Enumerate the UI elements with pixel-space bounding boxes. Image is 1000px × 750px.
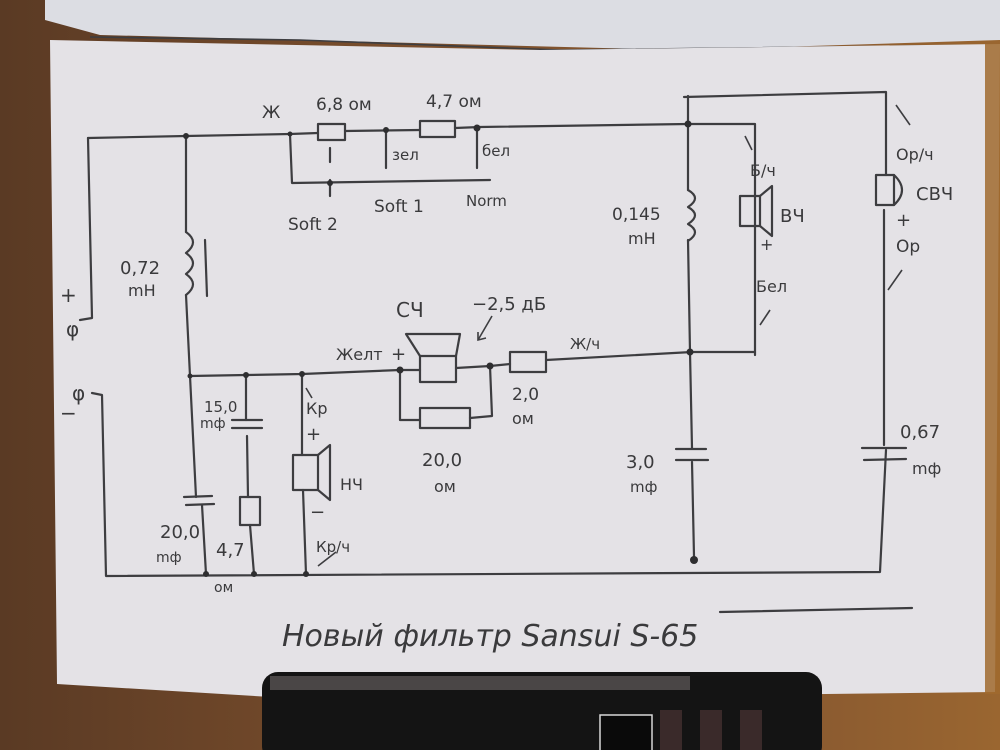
inductor-0-72-unit: mH: [128, 281, 156, 300]
wire-red-label: Кр: [306, 399, 328, 418]
midrange-label: СЧ: [396, 298, 424, 322]
folded-paper-top: [45, 0, 1000, 50]
res-4-7-unit: ом: [214, 580, 233, 596]
wire-yellow-black-label: Ж/ч: [570, 335, 600, 353]
inductor-0-72-value: 0,72: [120, 258, 160, 279]
input-terminal-minus: φ: [72, 381, 85, 405]
tweeter-speaker-icon: [738, 184, 774, 238]
supertweeter-speaker-icon: [874, 173, 904, 207]
res-2-value: 2,0: [512, 385, 539, 405]
resistor-2-ohm: [508, 350, 548, 374]
cap-20-value: 20,0: [160, 522, 200, 543]
resistor-6-8-ohm: [316, 122, 347, 142]
cap-0-67-value: 0,67: [900, 422, 940, 443]
wire-white-black-label: Б/ч: [750, 161, 776, 180]
capacitor-3-mf: [674, 447, 710, 462]
res-2-unit: ом: [512, 409, 534, 428]
inductor-0-145-unit: mH: [628, 229, 656, 248]
midrange-speaker-icon: [404, 332, 462, 384]
resistor-20-ohm: [418, 406, 472, 430]
woofer-minus: −: [310, 502, 325, 523]
cap-20-unit: mф: [156, 550, 182, 566]
table-edge: [985, 44, 1000, 694]
res-20-unit: ом: [434, 477, 456, 496]
cap-3-unit: mф: [630, 478, 657, 496]
resistor-4-7-ohm-woofer: [238, 495, 262, 527]
cap-15-value: 15,0: [204, 398, 237, 416]
cap-3-value: 3,0: [626, 452, 655, 473]
supertweeter-label: СВЧ: [916, 184, 953, 205]
woofer-label: НЧ: [340, 475, 363, 494]
input-plus: +: [60, 283, 77, 307]
circuit-nodes: [183, 120, 698, 577]
inductor-0-72-mh: [184, 230, 195, 297]
paper-sheet: [50, 40, 1000, 700]
wire-orange-label: Ор: [896, 237, 920, 257]
wire-orange-black-label: Ор/ч: [896, 145, 934, 164]
inductor-core: [203, 238, 209, 298]
capacitor-15-mf: [230, 418, 264, 430]
position-soft2: Soft 2: [288, 215, 338, 235]
tweeter-plus: +: [760, 235, 773, 254]
res-4-7-value: 4,7: [216, 540, 245, 561]
inductor-0-145-mh: [686, 188, 697, 243]
resistor-6-8-label: 6,8 ом: [316, 95, 372, 115]
tap-green-label: зел: [392, 146, 419, 164]
tap-white-label: бел: [482, 142, 510, 160]
wire-arrows: [305, 104, 911, 567]
title-underline: [718, 606, 914, 614]
wire-label-top: Ж: [262, 103, 280, 123]
diagram-title: Новый фильтр Sansui S-65: [282, 619, 698, 654]
attenuation-label: −2,5 дБ: [472, 294, 546, 315]
position-soft1: Soft 1: [374, 197, 424, 217]
input-minus: −: [60, 401, 77, 425]
input-terminal-plus: φ: [66, 317, 79, 341]
res-20-value: 20,0: [422, 450, 462, 471]
midrange-plus: +: [391, 344, 406, 365]
cap-0-67-unit: mф: [912, 459, 941, 478]
capacitor-0-67-mf: [860, 446, 908, 462]
wire-yellow-label: Желт: [336, 345, 383, 364]
woofer-plus: +: [306, 424, 321, 445]
inductor-0-145-value: 0,145: [612, 205, 661, 225]
cap-15-unit: mф: [200, 416, 226, 432]
woofer-speaker-icon: [291, 443, 332, 502]
wire-white-label: Бел: [756, 277, 787, 296]
supertweeter-plus: +: [896, 210, 911, 231]
resistor-4-7-ohm: [418, 119, 457, 139]
mobile-phone: [262, 672, 822, 750]
capacitor-20-mf: [182, 494, 216, 507]
position-norm: Norm: [466, 192, 507, 210]
wire-red-black-label: Кр/ч: [316, 538, 350, 556]
tweeter-label: ВЧ: [780, 206, 805, 227]
resistor-4-7-label: 4,7 ом: [426, 92, 482, 112]
